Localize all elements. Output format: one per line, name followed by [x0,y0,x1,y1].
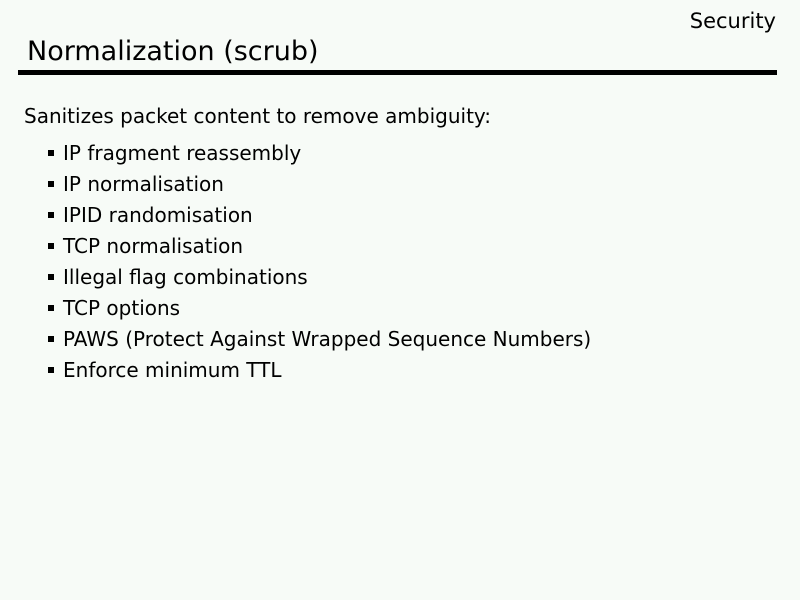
list-item-text: IPID randomisation [63,202,253,227]
square-bullet-icon [48,211,54,218]
square-bullet-icon [48,180,54,187]
title-rule [18,70,777,75]
list-item: IP fragment reassembly [48,137,591,168]
list-item: IPID randomisation [48,199,591,230]
list-item-text: Illegal flag combinations [63,264,308,289]
list-item-text: PAWS (Protect Against Wrapped Sequence N… [63,326,592,351]
slide-context-label: Security [689,9,776,33]
list-item: PAWS (Protect Against Wrapped Sequence N… [48,323,591,354]
list-item: Enforce minimum TTL [48,354,591,385]
square-bullet-icon [48,366,54,373]
list-item: IP normalisation [48,168,591,199]
list-item-text: Enforce minimum TTL [63,357,282,382]
list-item-text: IP fragment reassembly [63,140,302,165]
list-item: Illegal flag combinations [48,261,591,292]
list-item: TCP options [48,292,591,323]
square-bullet-icon [48,242,54,249]
square-bullet-icon [48,149,54,156]
square-bullet-icon [48,273,54,280]
bullet-list: IP fragment reassembly IP normalisation … [48,137,591,385]
square-bullet-icon [48,335,54,342]
intro-text: Sanitizes packet content to remove ambig… [24,104,492,128]
slide-title: Normalization (scrub) [27,36,319,67]
list-item-text: TCP options [63,295,181,320]
list-item-text: IP normalisation [63,171,224,196]
list-item: TCP normalisation [48,230,591,261]
list-item-text: TCP normalisation [63,233,244,258]
square-bullet-icon [48,304,54,311]
